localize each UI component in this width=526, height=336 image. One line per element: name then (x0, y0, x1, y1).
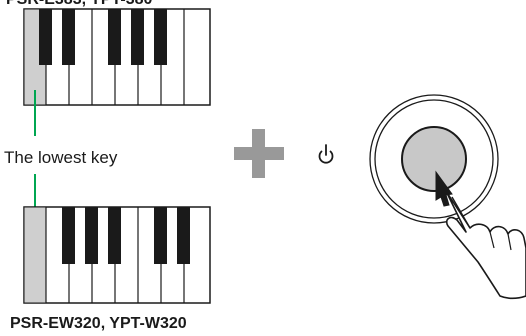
top-keyboard-model-label: PSR-E383, YPT-380 (6, 0, 152, 9)
pointer-arrow (435, 170, 453, 207)
lowest-key-label: The lowest key (4, 148, 118, 167)
power-button (369, 94, 499, 224)
power-icon (318, 144, 334, 164)
bottom-keyboard-model-label: PSR-EW320, YPT-W320 (10, 315, 187, 332)
hand-pointer-icon (435, 170, 526, 300)
power-button-face (401, 126, 467, 192)
bottom-keyboard (23, 206, 211, 304)
plus-sign (234, 129, 284, 178)
top-black-keys (39, 9, 167, 65)
bottom-black-keys (62, 207, 190, 264)
top-keyboard (23, 8, 211, 106)
bottom-lowest-key-highlight (24, 207, 46, 303)
